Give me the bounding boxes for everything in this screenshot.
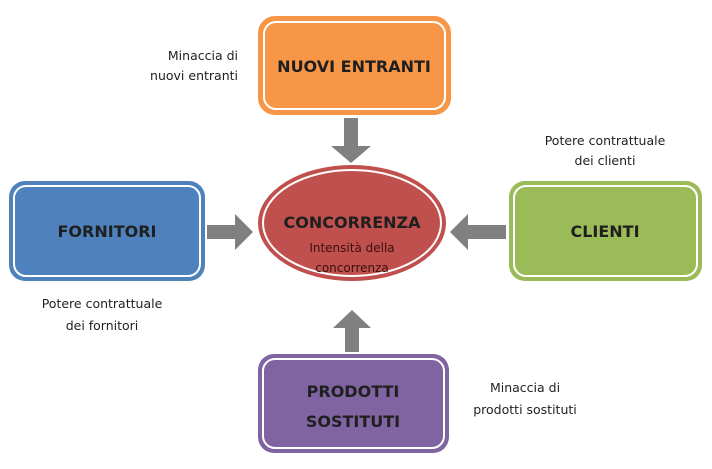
prodotti-line1: PRODOTTI bbox=[307, 382, 400, 401]
concorrenza-title: CONCORRENZA bbox=[283, 213, 421, 232]
svg-text:dei fornitori: dei fornitori bbox=[66, 318, 139, 333]
node-clienti: CLIENTI bbox=[509, 181, 702, 281]
svg-text:prodotti sostituti: prodotti sostituti bbox=[473, 402, 577, 417]
node-fornitori: FORNITORI bbox=[9, 181, 205, 281]
arrow-down-from-nuovi-entranti bbox=[331, 118, 371, 163]
svg-text:Minaccia di: Minaccia di bbox=[168, 48, 238, 63]
svg-text:nuovi entranti: nuovi entranti bbox=[150, 68, 238, 83]
svg-text:Potere contrattuale: Potere contrattuale bbox=[42, 296, 163, 311]
note-clienti: Potere contrattuale dei clienti bbox=[545, 133, 666, 168]
clienti-label: CLIENTI bbox=[570, 222, 639, 241]
note-prodotti-sostituti: Minaccia di prodotti sostituti bbox=[473, 380, 577, 417]
arrow-left-from-clienti bbox=[450, 214, 506, 250]
arrow-up-from-prodotti bbox=[333, 310, 371, 352]
fornitori-label: FORNITORI bbox=[58, 222, 157, 241]
concorrenza-line2: concorrenza bbox=[315, 261, 389, 275]
arrows bbox=[207, 118, 506, 352]
note-fornitori: Potere contrattuale dei fornitori bbox=[42, 296, 163, 333]
arrow-right-from-fornitori bbox=[207, 214, 253, 250]
svg-text:Minaccia di: Minaccia di bbox=[490, 380, 560, 395]
node-nuovi-entranti: NUOVI ENTRANTI bbox=[258, 16, 451, 115]
node-prodotti-sostituti: PRODOTTI SOSTITUTI bbox=[258, 354, 449, 453]
node-concorrenza: CONCORRENZA Intensità della concorrenza bbox=[258, 165, 446, 281]
note-nuovi-entranti: Minaccia di nuovi entranti bbox=[150, 48, 238, 83]
nuovi-entranti-label: NUOVI ENTRANTI bbox=[277, 57, 431, 76]
concorrenza-line1: Intensità della bbox=[309, 241, 394, 255]
svg-text:Potere contrattuale: Potere contrattuale bbox=[545, 133, 666, 148]
prodotti-line2: SOSTITUTI bbox=[306, 412, 400, 431]
svg-text:dei clienti: dei clienti bbox=[575, 153, 636, 168]
